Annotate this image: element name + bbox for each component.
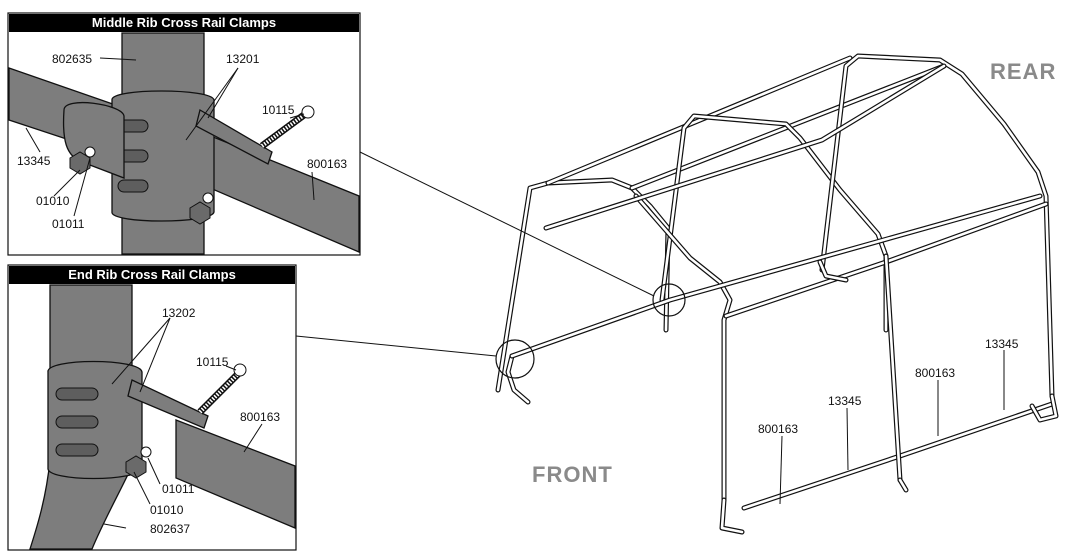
end-label-washer: 01011 bbox=[162, 482, 195, 496]
callout-rail-b: 800163 bbox=[915, 366, 955, 380]
middle-panel-header bbox=[9, 14, 359, 32]
front-label: FRONT bbox=[532, 462, 613, 487]
middle-clamp-panel: Middle Rib Cross Rail Clamps 802635 bbox=[7, 12, 361, 256]
end-panel-connector bbox=[295, 335, 497, 357]
middle-panel-connector bbox=[359, 151, 655, 297]
end-panel-header bbox=[9, 266, 295, 284]
middle-label-right-rail: 800163 bbox=[307, 157, 347, 171]
middle-label-upright: 802635 bbox=[52, 52, 92, 66]
end-label-bolt: 10115 bbox=[196, 355, 229, 369]
middle-label-washer: 01011 bbox=[52, 217, 85, 231]
callout-rail-d: 800163 bbox=[758, 422, 798, 436]
callout-rail-a: 13345 bbox=[985, 337, 1019, 351]
middle-clamp-highlight bbox=[652, 283, 686, 317]
end-label-lower-rib: 802637 bbox=[150, 522, 190, 536]
middle-label-nut: 01010 bbox=[36, 194, 70, 208]
end-label-clamp: 13202 bbox=[162, 306, 196, 320]
shelter-frame: 13345 800163 13345 800163 REAR FRONT bbox=[495, 53, 1059, 535]
middle-panel-title: Middle Rib Cross Rail Clamps bbox=[92, 15, 276, 30]
end-label-rail: 800163 bbox=[240, 410, 280, 424]
end-clamp-panel: End Rib Cross Rail Clamps 13202 10115 80… bbox=[7, 264, 297, 551]
end-panel-title: End Rib Cross Rail Clamps bbox=[68, 267, 236, 282]
end-clamp-highlight bbox=[495, 339, 535, 379]
end-label-nut: 01010 bbox=[150, 503, 184, 517]
middle-label-bolt: 10115 bbox=[262, 103, 295, 117]
callout-rail-c: 13345 bbox=[828, 394, 862, 408]
rear-label: REAR bbox=[990, 59, 1056, 84]
middle-label-clamp: 13201 bbox=[226, 52, 260, 66]
middle-label-left-rail: 13345 bbox=[17, 154, 51, 168]
